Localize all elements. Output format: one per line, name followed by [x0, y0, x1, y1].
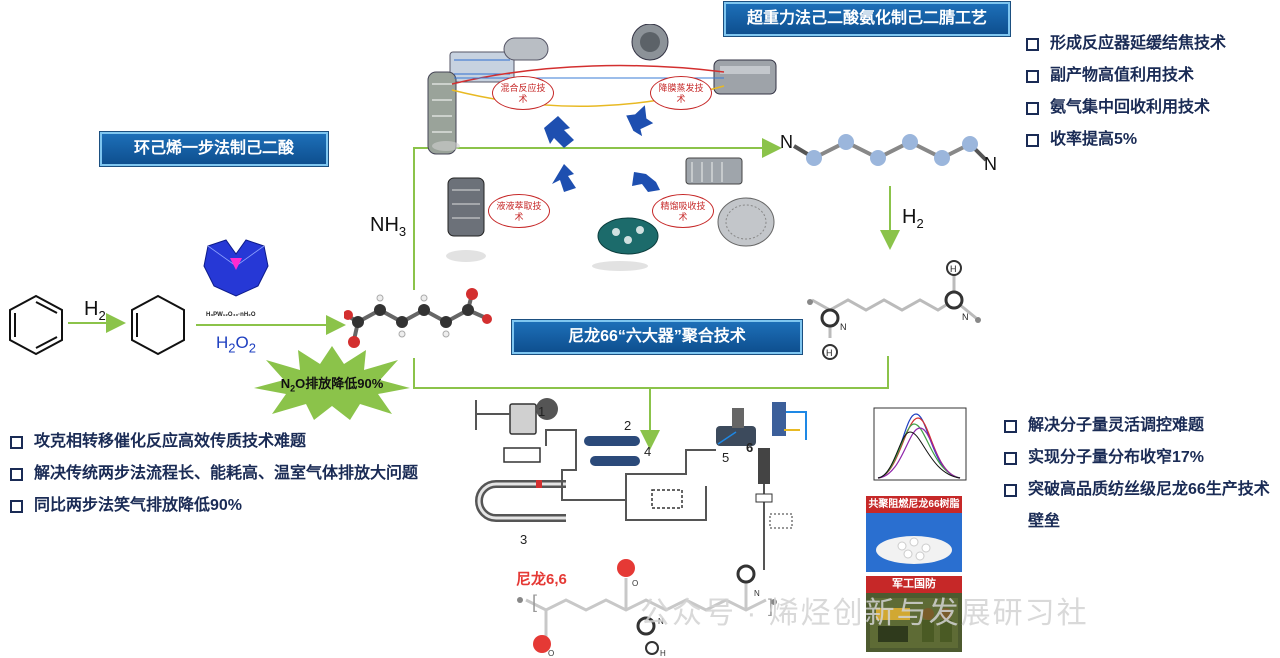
list-item: 氨气集中回收利用技术 [1024, 92, 1226, 124]
hydrogen-atom-label: H [826, 348, 833, 358]
banner-nylon66-polymerization: 尼龙66“六大器”聚合技术 [512, 320, 802, 354]
equipment-number-label: 4 [644, 444, 652, 459]
list-item: 副产物高值利用技术 [1024, 60, 1226, 92]
oxygen-atom-label: O [632, 579, 638, 588]
hexamethylenediamine-molecule: N H N H [807, 260, 981, 360]
square-bullet-icon [10, 468, 23, 481]
equipment-number-label: 1 [538, 404, 546, 419]
square-bullet-icon [1004, 452, 1017, 465]
cyclohexene-structure [131, 294, 185, 356]
svg-text:[: [ [532, 592, 537, 612]
square-bullet-icon [10, 436, 23, 449]
square-bullet-icon [1026, 70, 1039, 83]
process-equipment-cluster [427, 24, 777, 271]
molecular-weight-distribution-plot [873, 407, 967, 481]
equipment-number-label: 3 [520, 532, 528, 547]
list-item: 收率提高5% [1024, 124, 1226, 156]
n2o-reduction-label: N2O排放降低90% [280, 376, 384, 394]
process-oval-liquid-extraction: 液液萃取技术 [488, 194, 550, 228]
process-oval-mixing-reaction: 混合反应技术 [492, 76, 554, 110]
nitrogen-atom-label: N [962, 312, 969, 322]
list-item: 解决分子量灵活调控难题 [1002, 410, 1278, 442]
equipment-number-label: 5 [722, 450, 730, 465]
nitrogen-atom-label: N [754, 589, 760, 598]
h2o2-reagent-label: H2O2 [216, 333, 256, 356]
h2-reagent-label: H2 [84, 298, 106, 323]
resin-product-card: 共聚阻燃尼龙66树脂 [866, 496, 962, 572]
resin-caption: 共聚阻燃尼龙66树脂 [866, 496, 962, 513]
square-bullet-icon [1026, 102, 1039, 115]
nitrogen-atom-label: N [840, 322, 847, 332]
process-oval-falling-film-evaporation: 降膜蒸发技术 [650, 76, 712, 110]
process-oval-distillation-absorption: 精馏吸收技术 [652, 194, 714, 228]
equipment-number-label: 6 [746, 440, 754, 455]
adiponitrile-molecule: N N [780, 132, 997, 174]
list-item: 突破高品质纺丝级尼龙66生产技术壁垒 [1002, 474, 1278, 538]
list-item: 攻克相转移催化反应高效传质技术难题 [8, 426, 418, 458]
military-photo-image [870, 598, 958, 648]
oxygen-atom-label: O [548, 649, 554, 658]
square-bullet-icon [10, 500, 23, 513]
hydrogen-atom-label: H [660, 649, 666, 658]
square-bullet-icon [1004, 484, 1017, 497]
svg-text:]: ] [768, 596, 773, 616]
list-item: 实现分子量分布收窄17% [1002, 442, 1278, 474]
watermark-text: 公众号 · 烯烃创新与发展研习社 [640, 597, 1089, 630]
h2-hydrogenation-label: H2 [902, 206, 924, 231]
nh3-reagent-label: NH3 [370, 214, 407, 239]
left-points-list: 攻克相转移催化反应高效传质技术难题 解决传统两步法流程长、能耗高、温室气体排放大… [8, 426, 418, 522]
list-item: 解决传统两步法流程长、能耗高、温室气体排放大问题 [8, 458, 418, 490]
resin-pellets-image [876, 536, 952, 564]
banner-adipic-acid-process: 环己烯一步法制己二酸 [100, 132, 328, 166]
adipic-acid-molecule [344, 288, 492, 348]
military-application-card: 军工国防 [866, 576, 962, 652]
nylon66-label: 尼龙6,6 [516, 571, 567, 588]
banner-adiponitrile-process: 超重力法己二酸氨化制己二腈工艺 [724, 2, 1010, 36]
nitrogen-atom-label: N [984, 154, 997, 174]
right-points-list: 解决分子量灵活调控难题 实现分子量分布收窄17% 突破高品质纺丝级尼龙66生产技… [1002, 410, 1278, 538]
equipment-number-label: 2 [624, 418, 632, 433]
list-item: 同比两步法笑气排放降低90% [8, 490, 418, 522]
benzene-structure [9, 294, 63, 356]
nitrogen-atom-label: N [780, 132, 793, 152]
top-right-points-list: 形成反应器延缓结焦技术 副产物高值利用技术 氨气集中回收利用技术 收率提高5% [1024, 28, 1226, 156]
catalyst-molecule-icon [203, 239, 269, 297]
hydrogen-atom-label: H [950, 264, 957, 274]
list-item: 形成反应器延缓结焦技术 [1024, 28, 1226, 60]
catalyst-formula-label: H₃PW₁₂O₄₀·nH₂O [206, 312, 256, 318]
square-bullet-icon [1026, 38, 1039, 51]
square-bullet-icon [1026, 134, 1039, 147]
polymerization-flow-diagram [475, 398, 807, 570]
square-bullet-icon [1004, 420, 1017, 433]
military-caption: 军工国防 [866, 576, 962, 593]
starburst-badge [254, 346, 410, 420]
nitrogen-atom-label: N [658, 617, 664, 626]
nylon66-molecule: [ ] O O N H N [517, 559, 777, 658]
